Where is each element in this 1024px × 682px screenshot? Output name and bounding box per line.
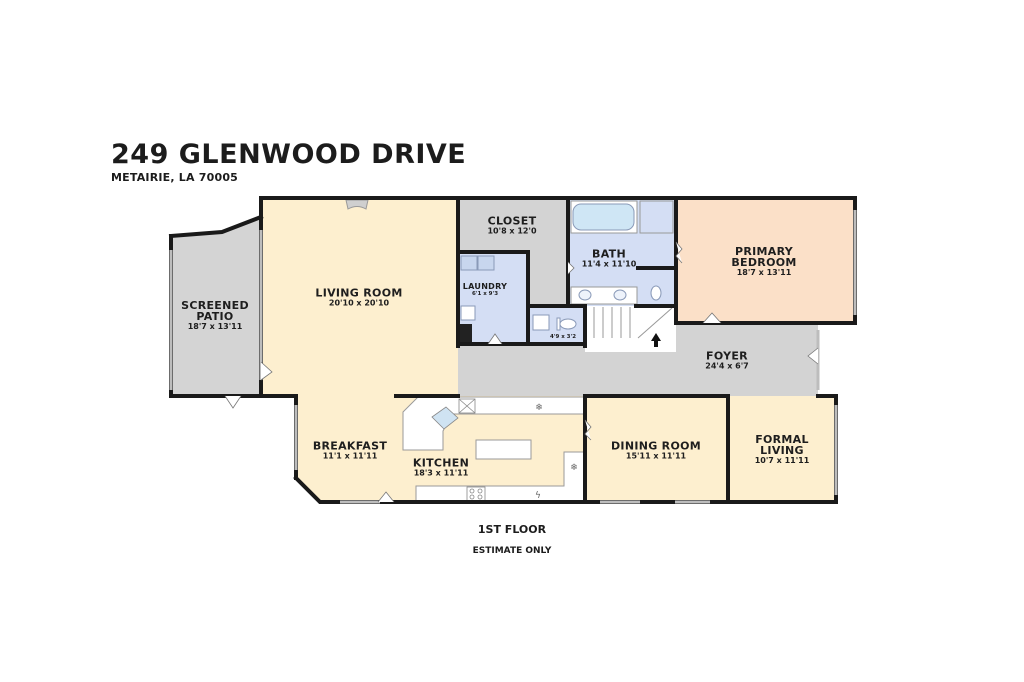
room-primary-bedroom: PRIMARY BEDROOM 18'7 x 13'11 (731, 245, 797, 277)
half-bath-sink-icon (532, 314, 550, 331)
staircase (593, 307, 673, 347)
door-swing-icon (675, 241, 683, 264)
screened-patio-area (171, 217, 261, 396)
room-closet: CLOSET 10'8 x 12'0 (487, 214, 537, 236)
shower-icon (639, 200, 674, 234)
windows (169, 210, 857, 504)
toilet-icon (650, 285, 662, 301)
stove-icon (466, 486, 486, 502)
property-city-subtitle: METAIRIE, LA 70005 (111, 171, 239, 184)
kitchen-island (475, 439, 532, 460)
floor-level-label: 1ST FLOOR (477, 523, 547, 536)
fireplace-icon (345, 199, 369, 210)
washer-icon (460, 255, 478, 271)
door-swing-icon (807, 347, 819, 365)
room-formal-living: FORMAL LIVING 10'7 x 11'11 (754, 433, 810, 465)
room-kitchen: KITCHEN 18'3 x 11'11 (412, 456, 470, 478)
dining-room-area (585, 396, 728, 502)
living-breakfast-kitchen-area (261, 198, 585, 502)
room-screened-patio: SCREENED PATIO 18'7 x 13'11 (181, 299, 249, 331)
doors (224, 241, 819, 503)
room-breakfast: BREAKFAST 11'1 x 11'11 (312, 439, 388, 461)
room-laundry: LAUNDRY 6'1 x 9'3 (462, 282, 508, 297)
estimate-disclaimer: ESTIMATE ONLY (472, 546, 552, 556)
fan-icon: ❄ (535, 403, 543, 413)
room-fills (171, 198, 855, 502)
foyer-area (458, 323, 818, 396)
bath-fixtures (458, 200, 674, 342)
laundry-sink-icon (460, 305, 476, 321)
door-swing-icon (702, 312, 722, 324)
formal-living-area (728, 396, 836, 502)
room-living-room: LIVING ROOM 20'10 x 20'10 (315, 286, 403, 308)
room-foyer: FOYER 24'4 x 6'7 (705, 349, 749, 371)
door-swing-icon (377, 491, 395, 503)
electric-icon: ϟ (535, 491, 541, 501)
dryer-icon (477, 255, 495, 271)
water-heater-block (458, 324, 472, 342)
bath-sink-icon (613, 289, 627, 301)
door-swing-icon (224, 395, 242, 409)
bath-sink-icon (578, 289, 592, 301)
room-bath: BATH 11'4 x 11'10 (581, 247, 637, 269)
fridge-fan-icon: ❄ (570, 463, 578, 473)
door-swing-icon (487, 333, 503, 345)
property-address-title: 249 GLENWOOD DRIVE (111, 139, 467, 170)
half-bath-toilet-icon (559, 318, 577, 330)
stair-up-arrow-icon (651, 333, 661, 347)
door-swing-icon (584, 419, 592, 441)
primary-bedroom-area (676, 198, 855, 323)
room-dining-room: DINING ROOM 15'11 x 11'11 (610, 439, 702, 461)
kitchen-sink-icon (431, 406, 459, 430)
door-swing-icon (567, 261, 575, 275)
room-half-bath: 4'9 x 3'2 (549, 334, 577, 340)
door-swing-icon (260, 361, 273, 381)
